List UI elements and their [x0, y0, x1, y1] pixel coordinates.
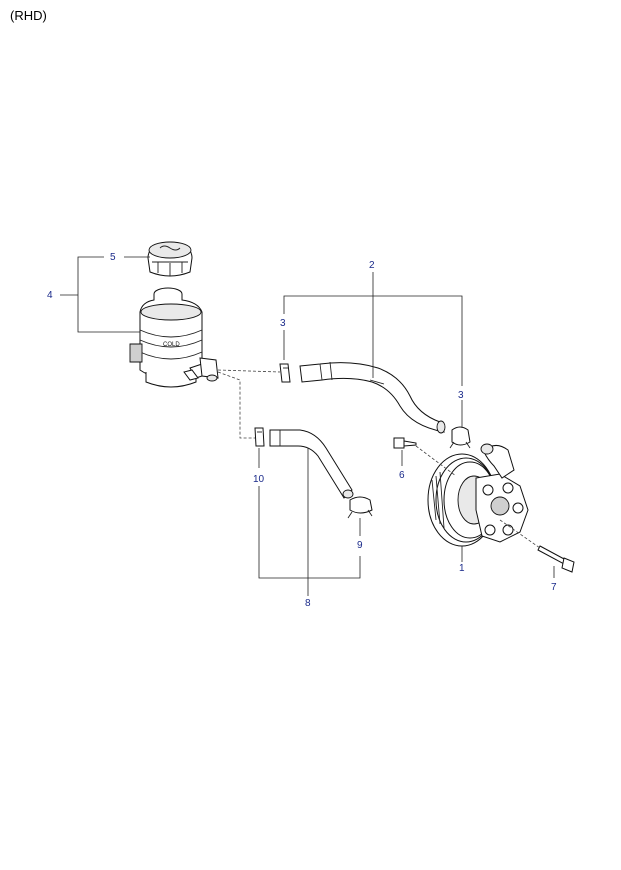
callout-3-upper: 3 [280, 318, 286, 329]
supply-hose [299, 361, 446, 434]
power-steering-pump [427, 443, 529, 547]
reservoir-cap [147, 241, 193, 277]
leader-lines [60, 256, 555, 596]
hose-clamp-3-lower [449, 426, 471, 449]
hose-clip-3-upper [279, 363, 291, 383]
hose-clip-10 [254, 427, 265, 447]
callout-1: 1 [459, 563, 465, 574]
callout-3-lower: 3 [458, 390, 464, 401]
pump-bolt-6 [393, 437, 417, 449]
callout-10: 10 [253, 474, 265, 485]
callout-9: 9 [357, 540, 363, 551]
callout-4: 4 [47, 290, 53, 301]
diagram-caption: (RHD) [10, 8, 47, 23]
return-hose [269, 429, 354, 499]
reservoir-body: COLD [129, 287, 219, 388]
callout-5: 5 [110, 252, 116, 263]
callout-6: 6 [399, 470, 405, 481]
callout-7: 7 [551, 582, 557, 593]
hose-clamp-9 [347, 496, 373, 519]
callout-2: 2 [369, 260, 375, 271]
pump-bolt-7 [537, 545, 575, 573]
connection-dashes [217, 369, 541, 549]
callout-8: 8 [305, 598, 311, 609]
reservoir-level-label: COLD [163, 342, 180, 348]
